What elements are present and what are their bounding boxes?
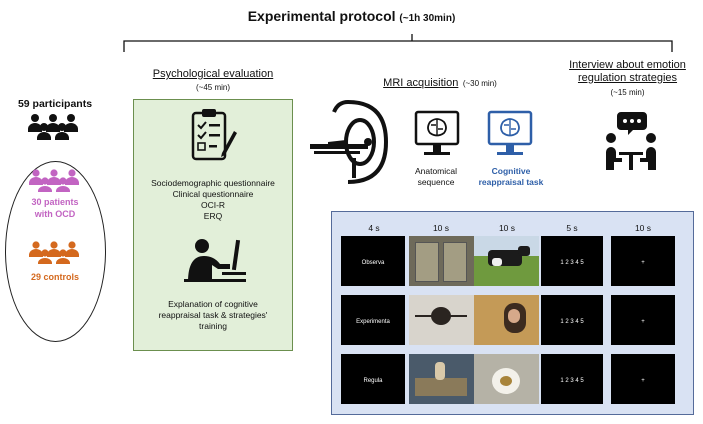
- stimulus-image-woman: [474, 295, 539, 345]
- participants-ellipse: [5, 161, 106, 342]
- condition-frame: Observa: [341, 236, 405, 286]
- page-title: Experimental protocol (~1h 30min): [0, 8, 703, 24]
- interview-heading-line1: Interview about emotion: [569, 59, 686, 71]
- controls-group-icon: [29, 241, 79, 264]
- task-label-line1: Cognitive: [491, 166, 531, 176]
- mri-heading-row: MRI acquisition (~30 min): [345, 73, 535, 91]
- anatomical-label-line2: sequence: [417, 177, 455, 187]
- rating-frame: 1 2 3 4 5: [541, 236, 603, 286]
- title-duration: (~1h 30min): [399, 13, 456, 24]
- patients-label-line1: 30 patients: [31, 197, 79, 207]
- psych-training-line: reappraisal task & strategies': [158, 310, 268, 320]
- fixation-cross: +: [641, 378, 645, 384]
- stimulus-images: [409, 354, 539, 404]
- stimulus-image-cabinets: [409, 236, 474, 286]
- psych-training-line: training: [199, 321, 227, 331]
- stimulus-image-spider: [409, 295, 474, 345]
- task-monitor-icon: [487, 110, 533, 155]
- condition-frame: Regula: [341, 354, 405, 404]
- condition-label: Experimenta: [356, 319, 390, 325]
- anatomical-label-line1: Anatomical: [414, 166, 458, 176]
- psych-box: [133, 99, 293, 351]
- interview-duration: (~15 min): [610, 88, 645, 97]
- psych-training: Explanation of cognitive reappraisal tas…: [133, 299, 293, 332]
- mri-scanner-icon: [310, 100, 389, 184]
- fixation-frame: +: [611, 236, 675, 286]
- rating-scale: 1 2 3 4 5: [560, 319, 584, 325]
- patients-group-icon: [29, 169, 79, 192]
- group-icon: [28, 114, 78, 140]
- task-label-line2: reappraisal task: [478, 177, 544, 187]
- stimulus-image-toilet: [474, 354, 539, 404]
- psych-item: OCI-R: [200, 200, 226, 210]
- psych-item: Sociodemographic questionnaire: [151, 178, 275, 188]
- duration-label: 10 s: [498, 223, 516, 233]
- interview-icon: [606, 112, 656, 170]
- fixation-frame: +: [611, 295, 675, 345]
- clipboard-checklist-icon: [191, 109, 237, 161]
- interview-heading-line2: regulation strategies: [577, 72, 678, 84]
- duration-label: 10 s: [432, 223, 450, 233]
- fixation-cross: +: [641, 319, 645, 325]
- fixation-cross: +: [641, 260, 645, 266]
- condition-frame: Experimenta: [341, 295, 405, 345]
- rating-frame: 1 2 3 4 5: [541, 354, 603, 404]
- rating-frame: 1 2 3 4 5: [541, 295, 603, 345]
- patients-label: 30 patients with OCD: [5, 196, 105, 220]
- mri-duration: (~30 min): [462, 79, 497, 88]
- mri-heading: MRI acquisition: [383, 77, 459, 89]
- psych-items: Sociodemographic questionnaire Clinical …: [133, 178, 293, 222]
- psych-item: ERQ: [203, 211, 223, 221]
- rating-scale: 1 2 3 4 5: [560, 378, 584, 384]
- task-label: Cognitive reappraisal task: [470, 166, 552, 188]
- condition-label: Observa: [361, 260, 385, 266]
- duration-label: 10 s: [634, 223, 652, 233]
- controls-label: 29 controls: [30, 272, 79, 282]
- psych-duration: (~45 min): [195, 83, 230, 92]
- title-main: Experimental protocol: [247, 8, 396, 24]
- duration-label: 5 s: [566, 223, 578, 233]
- patients-label-line2: with OCD: [34, 209, 76, 219]
- fixation-frame: +: [611, 354, 675, 404]
- anatomical-monitor-icon: [414, 110, 460, 155]
- condition-label: Regula: [363, 378, 383, 384]
- interview-heading: Interview about emotion regulation strat…: [560, 59, 695, 85]
- psych-training-line: Explanation of cognitive: [168, 299, 258, 309]
- anatomical-label: Anatomical sequence: [400, 166, 472, 188]
- stimulus-images: [409, 236, 539, 286]
- stimulus-images: [409, 295, 539, 345]
- psych-item: Clinical questionnaire: [172, 189, 254, 199]
- stimulus-image-accident: [409, 354, 474, 404]
- duration-label: 4 s: [368, 223, 380, 233]
- rating-scale: 1 2 3 4 5: [560, 260, 584, 266]
- participants-total-label: 59 participants: [17, 98, 93, 110]
- person-at-computer-icon: [184, 239, 246, 282]
- stimulus-image-cow: [474, 236, 539, 286]
- psych-heading: Psychological evaluation: [152, 68, 274, 80]
